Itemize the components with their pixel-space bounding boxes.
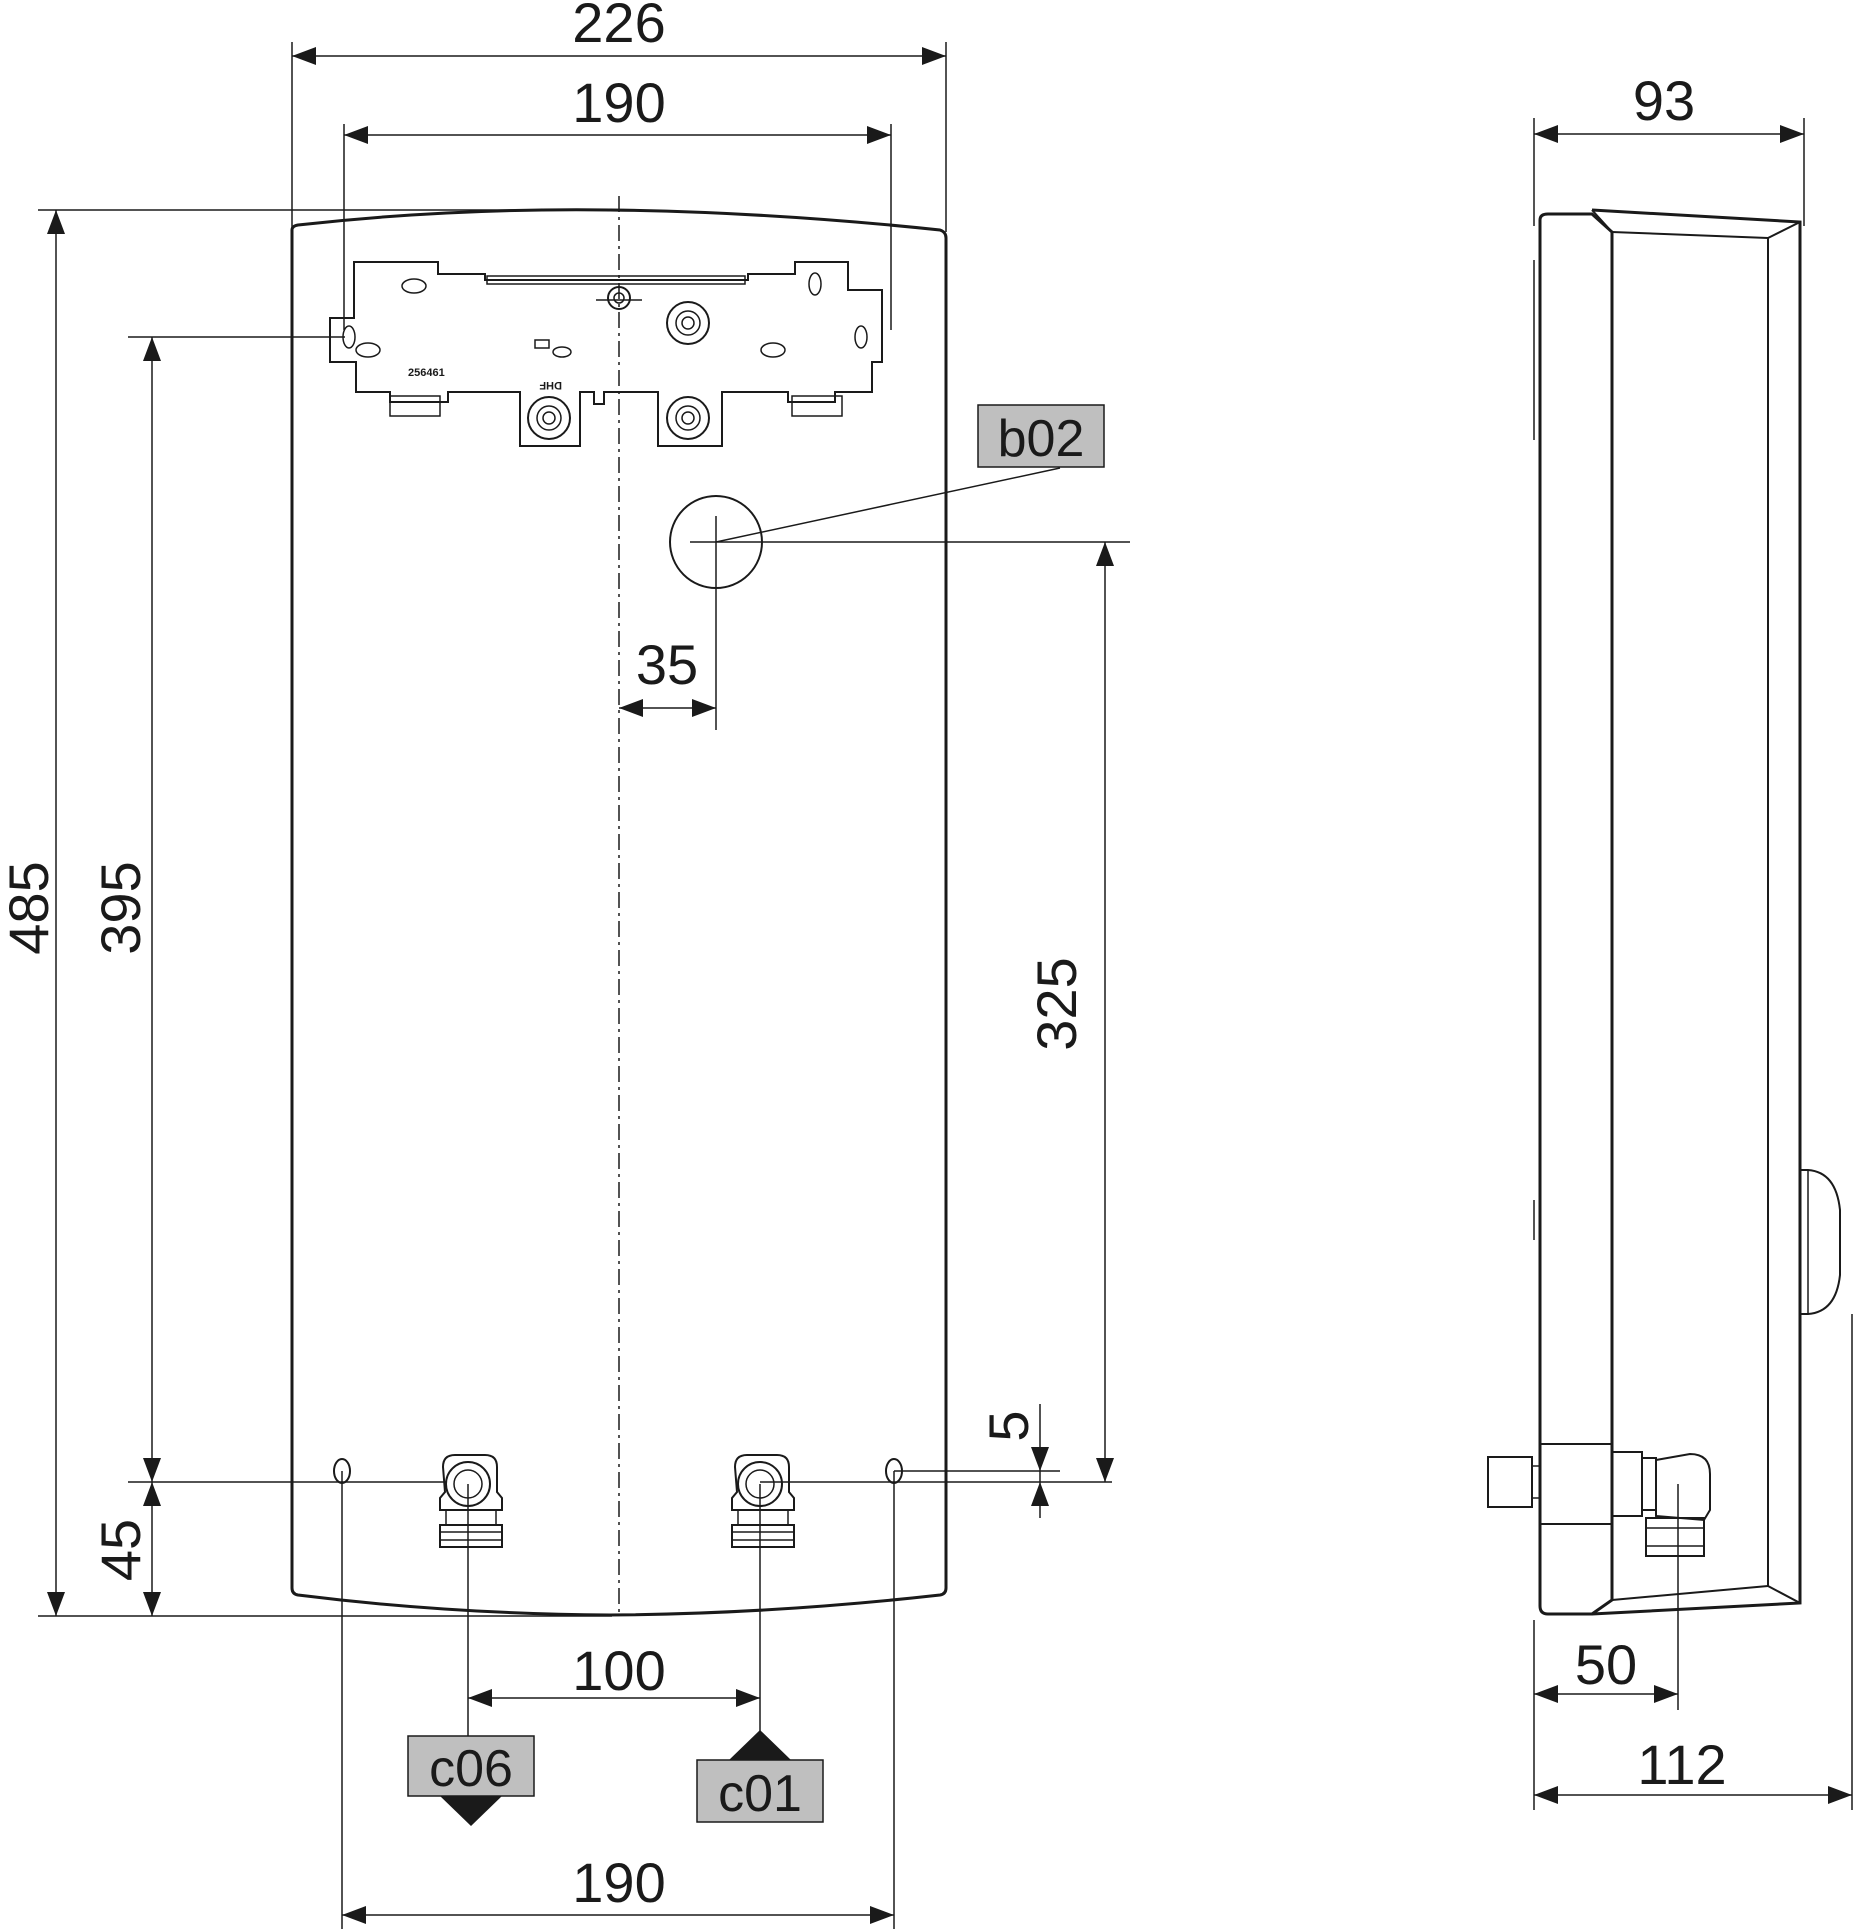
bracket-slot-7 [552, 346, 572, 358]
side-view [1487, 208, 1841, 1616]
bracket-fitting-2 [527, 396, 571, 440]
label-b02: b02 [977, 404, 1105, 468]
pipe-fitting-c01 [731, 1454, 795, 1548]
dim-5: 5 [977, 1410, 1040, 1441]
bracket-fitting-1-inner [675, 310, 701, 336]
bracket-tab-left [389, 395, 441, 417]
bracket-logo: DHF [539, 379, 562, 391]
bracket-fitting-2-inner [536, 405, 562, 431]
bracket-part-number: 256461 [408, 367, 445, 379]
bracket-tab-right [791, 395, 843, 417]
dim-395: 395 [89, 861, 152, 954]
dim-485: 485 [0, 861, 60, 954]
bracket-slot-6 [854, 325, 868, 349]
pipe-fitting-c06 [439, 1454, 503, 1548]
bracket-screw-top-inner [613, 292, 625, 304]
side-control-knob [1800, 1169, 1841, 1315]
dim-226: 226 [572, 0, 665, 54]
front-dimensions: 226 190 485 395 45 35 [0, 0, 1114, 1929]
dim-35: 35 [636, 633, 698, 696]
svg-text:c01: c01 [718, 1765, 802, 1823]
dim-190-bottom: 190 [572, 1851, 665, 1914]
c06-arrow-down [440, 1796, 502, 1826]
c01-arrow-up [729, 1730, 791, 1760]
bracket-fitting-3-inner [675, 405, 701, 431]
bracket-slot-5 [760, 342, 786, 358]
bracket-slot-4 [355, 342, 381, 358]
bracket-top-strip [486, 275, 746, 285]
bracket-fitting-1 [666, 301, 710, 345]
label-c01: c01 [696, 1730, 824, 1823]
dim-325: 325 [1025, 957, 1088, 1050]
mounting-bracket [329, 261, 883, 447]
bracket-fitting-3 [666, 396, 710, 440]
svg-text:b02: b02 [998, 410, 1085, 468]
dim-50: 50 [1575, 1633, 1637, 1696]
side-dimensions: 93 50 112 [1533, 69, 1853, 1810]
side-back-plate [1538, 212, 1614, 1616]
dim-93: 93 [1633, 69, 1695, 132]
svg-text:c06: c06 [429, 1740, 513, 1798]
front-view: 256461 DHF [290, 196, 1130, 1617]
bracket-screw-top [607, 286, 631, 310]
label-c06: c06 [407, 1735, 535, 1826]
bracket-fitting-3-core [681, 411, 695, 425]
dim-45: 45 [89, 1519, 152, 1581]
bracket-slot-1 [401, 278, 427, 294]
front-housing-outline [290, 208, 948, 1617]
bracket-small-rect [534, 339, 550, 349]
side-pipe-stub [1487, 1443, 1711, 1557]
dim-100: 100 [572, 1639, 665, 1702]
b02-leader [715, 467, 1061, 543]
side-front-cover [1591, 208, 1802, 1616]
bracket-slot-2 [808, 272, 822, 296]
bracket-fitting-2-core [542, 411, 556, 425]
dim-190-top: 190 [572, 71, 665, 134]
dim-112: 112 [1637, 1733, 1726, 1796]
bracket-fitting-1-core [681, 316, 695, 330]
